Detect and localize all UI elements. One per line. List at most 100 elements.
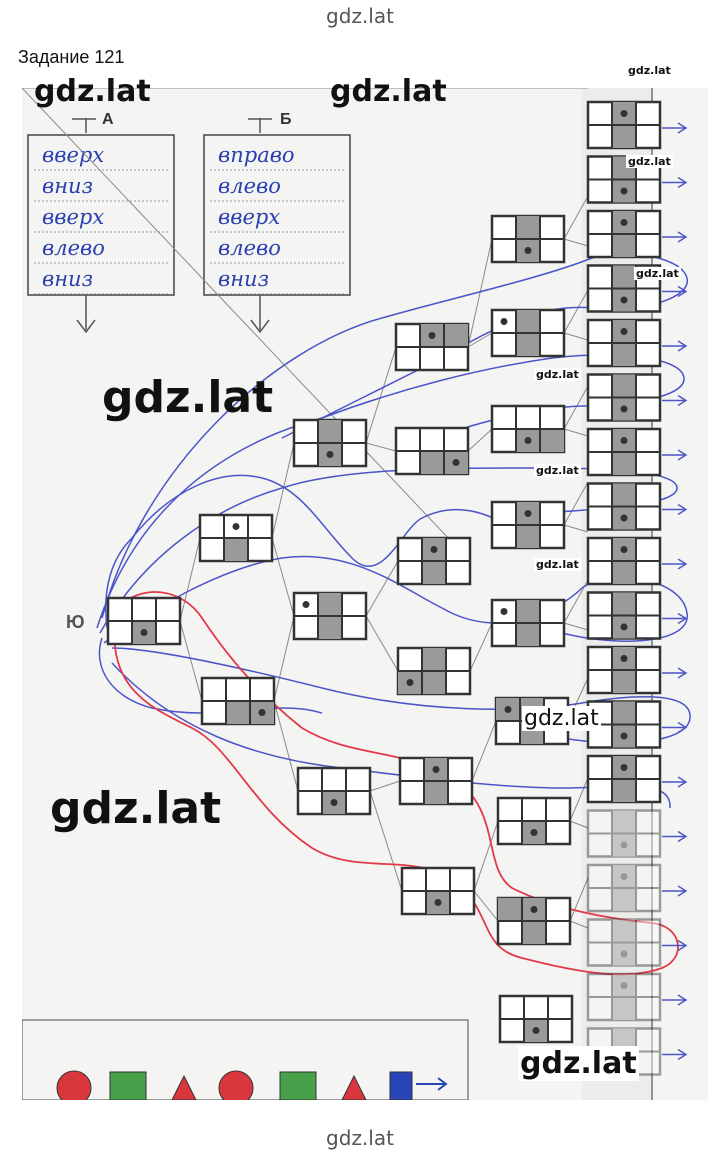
tree-node (396, 646, 472, 696)
watermark: gdz.lat (626, 155, 673, 168)
dot-marker (452, 459, 460, 466)
right-arrows (662, 122, 688, 1061)
tree-node (586, 809, 662, 858)
dot-marker (620, 296, 628, 304)
watermark: gdz.lat (634, 267, 681, 280)
dot-marker (504, 706, 512, 713)
tree-node (586, 100, 662, 150)
tree-node (198, 513, 274, 563)
green-square-shape (109, 1071, 147, 1100)
watermark: gdz.lat (534, 368, 581, 381)
dot-marker (620, 437, 628, 444)
tree-node (106, 596, 182, 646)
dot-marker (524, 437, 532, 444)
column-b-word: влево (218, 174, 281, 198)
column-a-label: А (102, 111, 114, 128)
tree-node (586, 591, 662, 640)
blue-square-shape (389, 1071, 413, 1100)
column-b-word: вверх (218, 205, 280, 229)
column-a-word: вверх (42, 143, 104, 167)
tree-node (394, 322, 470, 372)
dot-marker (232, 523, 240, 530)
column-b-word: влево (218, 236, 281, 260)
tree-node (586, 863, 662, 913)
dot-marker (330, 799, 338, 806)
red-circle-shape (218, 1070, 254, 1100)
column-a-word: влево (42, 236, 105, 260)
tree-node (490, 214, 566, 264)
watermark: gdz.lat (50, 783, 222, 834)
tree-links (22, 88, 589, 929)
tree-node (586, 972, 662, 1022)
tree-node (586, 318, 662, 368)
dot-marker (620, 950, 628, 958)
tree-node (498, 994, 574, 1044)
column-a-words: вверх вниз вверх влево вниз (34, 143, 168, 295)
column-a-word: вверх (42, 205, 104, 229)
dot-marker (428, 332, 436, 339)
dot-marker (258, 709, 266, 716)
dot-marker (140, 629, 148, 636)
dot-marker (432, 766, 440, 773)
dot-marker (620, 764, 628, 771)
dot-marker (620, 187, 628, 195)
dot-marker (326, 451, 334, 458)
watermark: gdz.lat (534, 464, 581, 477)
dot-marker (406, 679, 414, 686)
red-triangle-shape (171, 1074, 197, 1100)
dot-marker (620, 841, 628, 849)
dot-marker (524, 247, 532, 254)
column-b-word: вниз (218, 267, 269, 291)
dot-marker (620, 982, 628, 989)
dot-marker (500, 608, 508, 615)
footer-watermark: gdz.lat (326, 1126, 394, 1150)
tree-node (292, 418, 368, 468)
tree-node (496, 896, 572, 946)
column-b: Б вправо влево вверх влево вниз (203, 111, 351, 334)
shapes-row (56, 1070, 448, 1100)
tree-node (586, 373, 662, 422)
column-a-word: вниз (42, 174, 93, 198)
dot-marker (620, 405, 628, 413)
dot-marker (620, 514, 628, 522)
tree-node (292, 591, 368, 641)
dot-marker (530, 829, 538, 836)
tree-node (586, 536, 662, 586)
dot-marker (620, 546, 628, 553)
tree-node (586, 918, 662, 967)
dot-marker (620, 655, 628, 662)
tree-node (400, 866, 476, 916)
red-pen-loop (113, 591, 679, 976)
watermark: gdz.lat (522, 706, 601, 731)
green-square-shape (279, 1071, 317, 1100)
dot-marker (620, 328, 628, 335)
column-b-label: Б (280, 111, 292, 128)
tree-node (586, 209, 662, 259)
tree-node (586, 754, 662, 804)
tree-node (394, 426, 470, 476)
red-triangle-shape (341, 1074, 367, 1100)
watermark: gdz.lat (34, 74, 151, 109)
tree-node (586, 482, 662, 531)
tree-node (496, 796, 572, 846)
root-label: Ю (66, 612, 85, 632)
watermark: gdz.lat (518, 1046, 639, 1081)
column-b-word: вправо (218, 143, 295, 167)
task-title: Задание 121 (18, 47, 125, 67)
watermark: gdz.lat (534, 558, 581, 571)
column-a: А вверх вниз вверх влево вниз (27, 111, 175, 334)
tree-node (490, 500, 566, 550)
column-a-word: вниз (42, 267, 93, 291)
dot-marker (620, 219, 628, 226)
tree-node (396, 536, 472, 586)
tree-nodes (106, 100, 662, 1076)
tree-node (490, 308, 566, 358)
watermark: gdz.lat (626, 64, 673, 77)
tree-node (398, 756, 474, 806)
tree-node (200, 676, 276, 726)
dot-marker (620, 732, 628, 740)
tree-node (586, 645, 662, 695)
dot-marker (500, 318, 508, 325)
